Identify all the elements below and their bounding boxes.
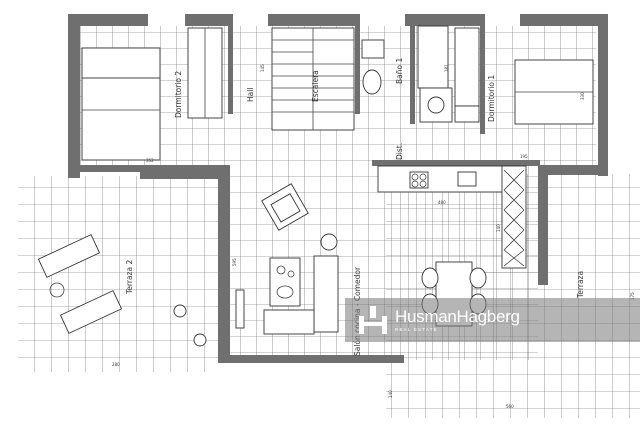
house-logo-icon xyxy=(359,306,387,334)
label-dist: Dist. xyxy=(395,143,404,160)
walls xyxy=(68,14,608,363)
dim-bottom-terraza: 140 xyxy=(388,390,393,398)
bed-dormitorio-2 xyxy=(81,47,161,161)
wardrobe-dormitorio-1 xyxy=(454,27,480,107)
brand-subtitle: REAL ESTATE xyxy=(395,327,438,332)
dim-top-mid: 145 xyxy=(260,64,265,72)
label-escalera: Escalera xyxy=(311,70,320,102)
living-furniture xyxy=(235,183,339,335)
label-terraza-2: Terraza 2 xyxy=(125,260,134,295)
dim-bano: 181 xyxy=(444,64,449,72)
dim-bottom-right: 560 xyxy=(506,404,514,409)
dim-left: 595 xyxy=(232,258,237,266)
bathroom-fixtures xyxy=(361,25,480,123)
dim-top-kitchen: 195 xyxy=(520,154,528,159)
watermark-banner: HusmanHagberg REAL ESTATE xyxy=(345,298,640,342)
wardrobe-dormitorio-2 xyxy=(187,27,223,119)
label-hall: Hall xyxy=(246,88,255,102)
label-dormitorio-1: Dormitorio 1 xyxy=(487,75,496,122)
dim-terraza-right: 175 xyxy=(630,292,635,300)
terrace-2-furniture xyxy=(37,234,207,347)
kitchen-counter xyxy=(377,165,527,269)
staircase xyxy=(271,27,355,131)
dim-cocina: 480 xyxy=(438,200,446,205)
label-bano-1: Baño 1 xyxy=(395,58,404,84)
dim-bottom-left: 280 xyxy=(112,362,120,367)
bed-dormitorio-1 xyxy=(514,59,594,125)
dim-top-left: 352 xyxy=(146,158,154,163)
dim-kitchen-side: 140 xyxy=(496,224,501,232)
label-dormitorio-2: Dormitorio 2 xyxy=(174,71,183,118)
dim-right: 330 xyxy=(580,92,585,100)
label-terraza: Terraza xyxy=(576,271,585,299)
brand-name: HusmanHagberg xyxy=(395,307,520,326)
